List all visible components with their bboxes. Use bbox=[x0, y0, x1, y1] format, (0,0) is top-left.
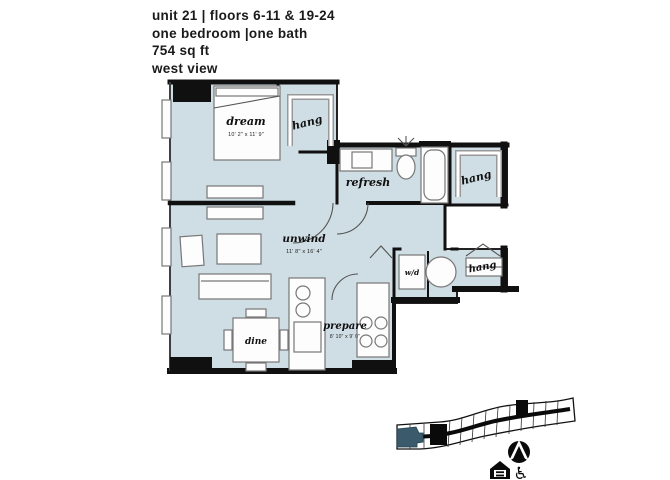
bedroom-label: dream bbox=[226, 115, 265, 128]
living-label: unwind bbox=[282, 233, 326, 245]
bathroom-vanity bbox=[339, 148, 393, 172]
coffee-table bbox=[216, 233, 262, 265]
equal-housing-icon bbox=[490, 461, 510, 479]
washer-dryer bbox=[398, 254, 426, 290]
closet3-label: hang bbox=[468, 260, 498, 276]
exterior-walls bbox=[167, 79, 519, 374]
keyplan-core-2 bbox=[516, 400, 528, 416]
north-arrow-icon bbox=[508, 440, 530, 463]
door-swings bbox=[292, 202, 501, 301]
keyplan-highlighted-unit bbox=[396, 426, 424, 448]
mechanical-unit bbox=[425, 256, 457, 288]
laundry-label: w/d bbox=[405, 268, 420, 277]
unit-area: 754 sq ft bbox=[152, 43, 210, 58]
building-key-plan bbox=[396, 397, 576, 450]
closet-rod-1 bbox=[287, 94, 334, 146]
unit-title: unit 21 | floors 6-11 & 19-24 bbox=[152, 8, 335, 23]
kitchen-dims: 8' 10" x 9' 0" bbox=[330, 334, 360, 340]
sofa bbox=[198, 273, 272, 300]
kitchen-counters bbox=[288, 277, 390, 371]
unit-config: one bedroom |one bath bbox=[152, 25, 308, 41]
bathroom-label: refresh bbox=[346, 176, 391, 189]
accessibility-icon: ♿ bbox=[513, 464, 528, 480]
dining-label: dine bbox=[245, 337, 267, 347]
keyplan-core-1 bbox=[430, 424, 447, 445]
bed bbox=[213, 85, 281, 161]
toilet bbox=[395, 136, 417, 180]
living-dims: 11' 8" x 16' 4" bbox=[286, 249, 322, 255]
bathtub bbox=[420, 146, 449, 204]
dining-table bbox=[223, 308, 289, 372]
closet-rod-2 bbox=[455, 150, 502, 197]
unit-view: west view bbox=[152, 60, 218, 76]
closet-rod-3 bbox=[465, 257, 503, 277]
media-console bbox=[206, 206, 264, 220]
dresser bbox=[206, 185, 264, 199]
bedroom-dims: 10' 2" x 11' 9" bbox=[228, 132, 264, 138]
armchair bbox=[179, 234, 205, 268]
kitchen-label: prepare bbox=[323, 321, 367, 332]
unit-header: unit 21 | floors 6-11 & 19-24 one bedroo… bbox=[152, 7, 335, 77]
west-windows bbox=[161, 99, 172, 335]
